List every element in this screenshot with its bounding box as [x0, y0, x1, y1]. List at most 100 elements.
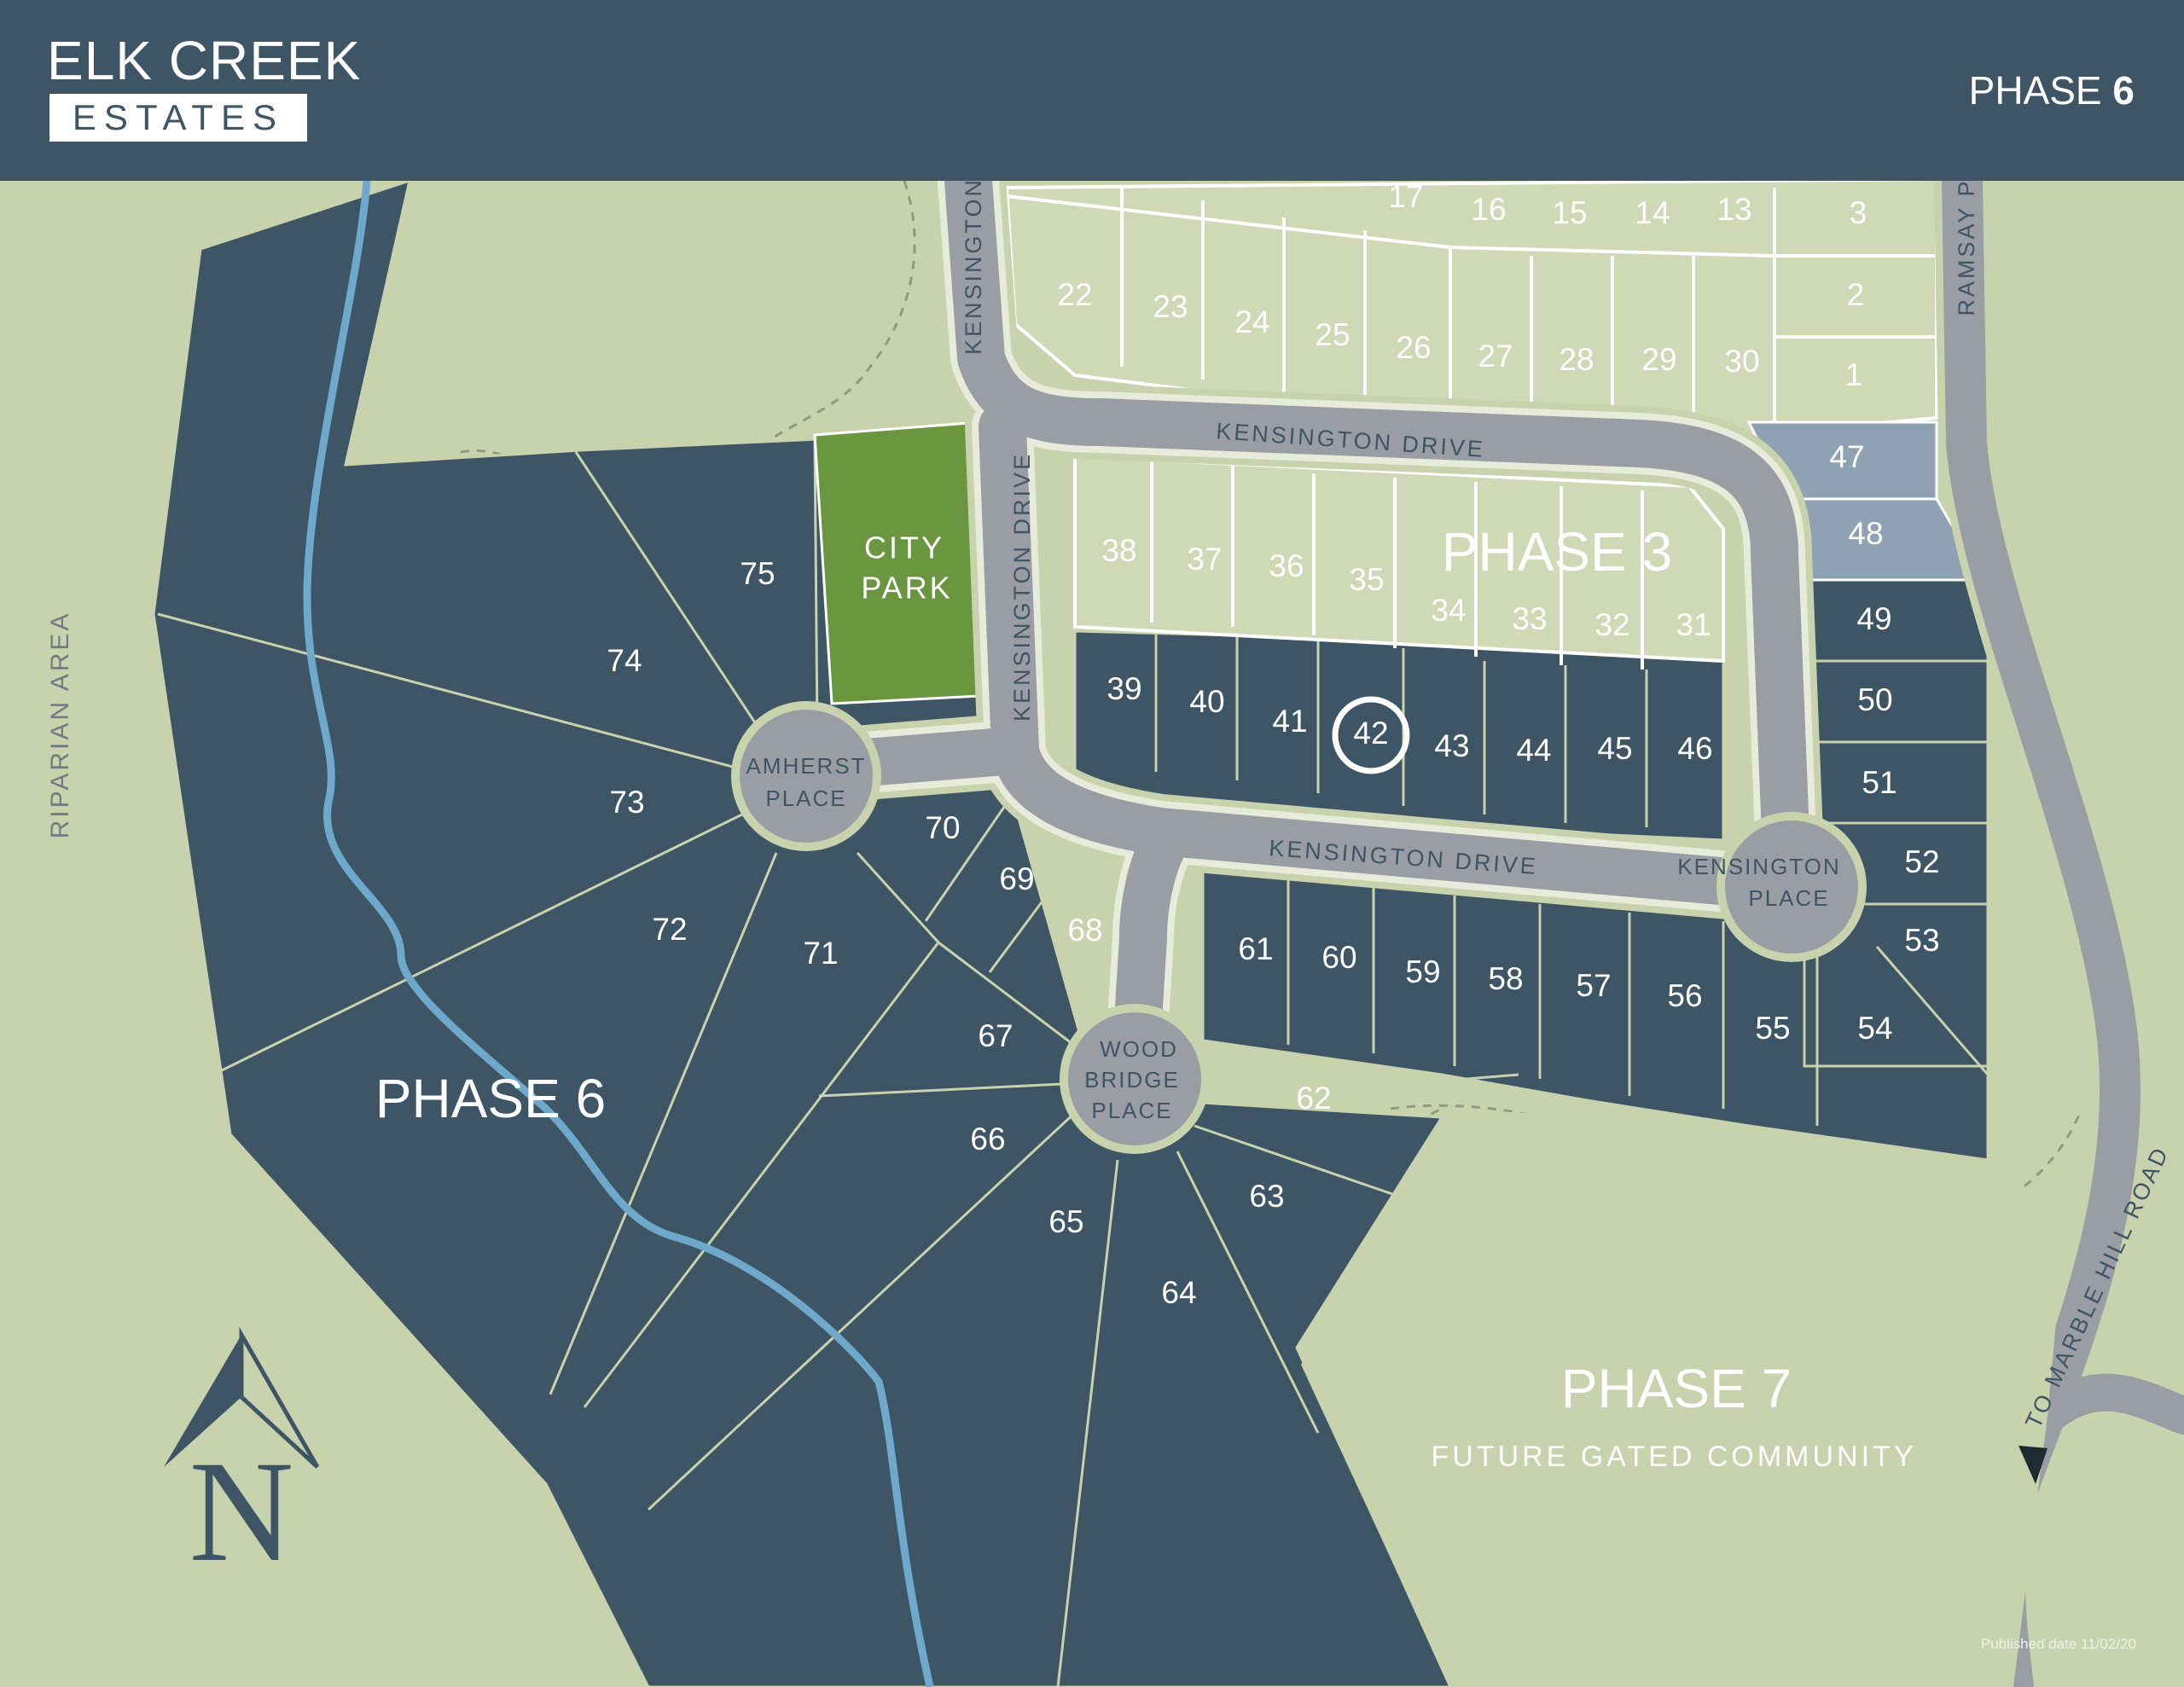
- lot-72[interactable]: 72: [652, 912, 687, 947]
- lot-63[interactable]: 63: [1249, 1179, 1284, 1214]
- lot-32[interactable]: 32: [1594, 607, 1629, 642]
- lot-29[interactable]: 29: [1641, 342, 1676, 377]
- lot-61[interactable]: 61: [1238, 931, 1273, 966]
- wood-bridge-cul-de-sac: [1068, 1012, 1201, 1145]
- published-date: Published date 11/02/20: [1980, 1636, 2136, 1652]
- highlighted-lot-ring: [1332, 696, 1410, 774]
- lot-64[interactable]: 64: [1161, 1275, 1196, 1310]
- lot-13[interactable]: 13: [1716, 192, 1751, 227]
- lot-75[interactable]: 75: [740, 556, 775, 591]
- lot-43[interactable]: 43: [1434, 728, 1469, 763]
- lot-49[interactable]: 49: [1856, 601, 1891, 636]
- park-label-line2: PARK: [861, 571, 952, 606]
- lot-73[interactable]: 73: [609, 785, 644, 820]
- lot-57[interactable]: 57: [1576, 968, 1611, 1003]
- marble-hill-arrow-icon: [2018, 1446, 2048, 1484]
- phase-indicator: PHASE 6: [1969, 67, 2135, 114]
- lot-55[interactable]: 55: [1755, 1011, 1790, 1046]
- lot-69[interactable]: 69: [999, 861, 1034, 896]
- lot-16[interactable]: 16: [1471, 192, 1506, 227]
- lot-31[interactable]: 31: [1676, 607, 1711, 642]
- lot-36[interactable]: 36: [1269, 548, 1304, 583]
- street-ramsay: RAMSAY P: [1954, 178, 1979, 316]
- lot-14[interactable]: 14: [1635, 195, 1670, 230]
- phase3-lot-lines: [1006, 188, 1937, 670]
- lot-65[interactable]: 65: [1048, 1204, 1083, 1239]
- lot-15[interactable]: 15: [1552, 195, 1587, 230]
- lot-37[interactable]: 37: [1187, 542, 1222, 577]
- lot-47[interactable]: 47: [1829, 439, 1864, 474]
- lot-33[interactable]: 33: [1512, 601, 1547, 636]
- creek: [303, 180, 934, 1687]
- riparian-area-label: RIPARIAN AREA: [46, 612, 74, 839]
- logo-subtitle: ESTATES: [49, 94, 307, 142]
- phase6-label: PHASE 6: [375, 1068, 606, 1129]
- lot-41[interactable]: 41: [1272, 704, 1307, 739]
- lot-67[interactable]: 67: [978, 1018, 1013, 1053]
- lot-26[interactable]: 26: [1396, 330, 1431, 365]
- lot-52[interactable]: 52: [1904, 844, 1939, 879]
- parcel-lines: [157, 438, 1989, 1687]
- lot-68[interactable]: 68: [1067, 913, 1102, 948]
- place-amherst-line2: PLACE: [765, 786, 846, 811]
- lot-66[interactable]: 66: [970, 1122, 1005, 1157]
- lot-62[interactable]: 62: [1296, 1081, 1331, 1116]
- lot-2[interactable]: 2: [1847, 277, 1865, 312]
- phase7-area: [1301, 1109, 2065, 1687]
- place-wood-line1: WOOD: [1100, 1036, 1178, 1062]
- lot-42[interactable]: 42: [1353, 716, 1388, 751]
- lot-70[interactable]: 70: [925, 810, 960, 845]
- phase7-label: PHASE 7: [1561, 1358, 1792, 1419]
- lot-38[interactable]: 38: [1101, 533, 1136, 568]
- amherst-cul-de-sac: [740, 710, 873, 843]
- lot-24[interactable]: 24: [1234, 304, 1269, 339]
- lot-3[interactable]: 3: [1850, 195, 1867, 230]
- kensington-cul-de-sac: [1725, 820, 1858, 954]
- place-kensington-line1: KENSINGTON: [1677, 854, 1840, 879]
- lot-50[interactable]: 50: [1857, 682, 1892, 717]
- lot-48[interactable]: 48: [1848, 516, 1883, 551]
- place-kensington-line2: PLACE: [1748, 885, 1829, 911]
- lot-17[interactable]: 17: [1388, 179, 1423, 214]
- lot-23[interactable]: 23: [1153, 289, 1188, 324]
- park-label-line1: CITY: [864, 530, 944, 565]
- street-kensington-north: KENSINGTON: [961, 177, 986, 355]
- lot-60[interactable]: 60: [1321, 940, 1356, 975]
- lot-39[interactable]: 39: [1107, 671, 1141, 706]
- lot-51[interactable]: 51: [1862, 765, 1896, 800]
- lot-numbers: 17 16 15 14 13 3 2 1 22 23 24 25 26 27 2…: [607, 179, 1939, 1310]
- compass-north-letter: N: [189, 1431, 294, 1591]
- lot-27[interactable]: 27: [1478, 339, 1513, 374]
- lot-44[interactable]: 44: [1516, 733, 1551, 768]
- place-wood-line2: BRIDGE: [1084, 1067, 1180, 1093]
- compass-icon: N: [164, 1326, 320, 1591]
- lot-59[interactable]: 59: [1405, 954, 1440, 989]
- phase-indicator-label: PHASE: [1968, 68, 2102, 113]
- phase7-subtitle: FUTURE GATED COMMUNITY: [1431, 1441, 1916, 1473]
- lot-58[interactable]: 58: [1488, 961, 1523, 996]
- lot-53[interactable]: 53: [1904, 923, 1939, 958]
- lot-22[interactable]: 22: [1057, 277, 1092, 312]
- lot-46[interactable]: 46: [1677, 731, 1712, 766]
- place-amherst-line1: AMHERST: [746, 753, 866, 779]
- lot-30[interactable]: 30: [1724, 344, 1759, 379]
- lot-25[interactable]: 25: [1315, 317, 1350, 352]
- lot-56[interactable]: 56: [1667, 978, 1702, 1013]
- lot-54[interactable]: 54: [1857, 1011, 1892, 1046]
- street-kensington-drive-west: KENSINGTON DRIVE: [1009, 452, 1035, 722]
- lot-71[interactable]: 71: [803, 936, 838, 971]
- lot-34[interactable]: 34: [1431, 593, 1466, 628]
- lot-35[interactable]: 35: [1349, 562, 1384, 597]
- lot-28[interactable]: 28: [1559, 342, 1594, 377]
- place-wood-line3: PLACE: [1091, 1098, 1172, 1123]
- lot-1[interactable]: 1: [1845, 357, 1863, 392]
- phase-indicator-number: 6: [2112, 68, 2135, 113]
- phase3-label: PHASE 3: [1442, 521, 1672, 583]
- lot-40[interactable]: 40: [1189, 684, 1224, 719]
- lot-74[interactable]: 74: [607, 643, 642, 678]
- lot-45[interactable]: 45: [1597, 731, 1632, 766]
- header-bar: ELK CREEK ESTATES PHASE 6: [0, 0, 2184, 181]
- logo-title: ELK CREEK: [47, 30, 362, 91]
